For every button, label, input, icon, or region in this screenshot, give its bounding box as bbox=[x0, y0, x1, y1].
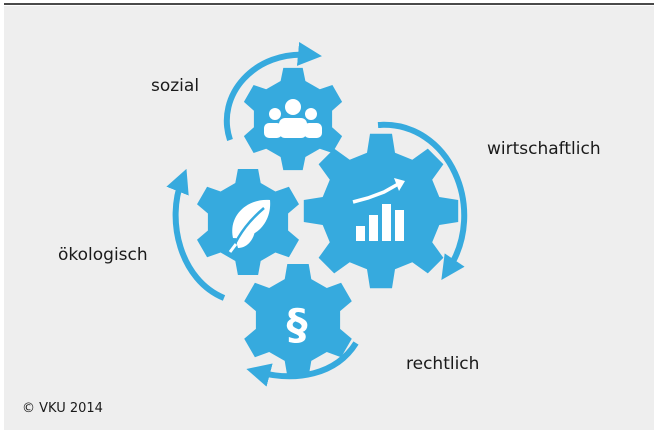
cycle-arrow-legal bbox=[246, 341, 359, 387]
label-social: sozial bbox=[151, 76, 200, 96]
label-ecological: ökologisch bbox=[58, 245, 148, 265]
label-economic: wirtschaftlich bbox=[487, 139, 601, 159]
cycle-arrow-ecological bbox=[166, 168, 226, 301]
bar-chart-trend-icon bbox=[352, 178, 405, 241]
copyright-notice: © VKU 2014 bbox=[22, 401, 103, 416]
leaf-icon bbox=[228, 199, 271, 253]
gear-legal bbox=[244, 264, 352, 376]
cycle-arrow-economic bbox=[377, 121, 468, 280]
gear-economic bbox=[303, 133, 459, 289]
gear-legal-body bbox=[244, 264, 352, 376]
label-legal: rechtlich bbox=[406, 354, 480, 374]
paragraph-icon: § bbox=[287, 300, 308, 349]
top-rule bbox=[4, 3, 654, 5]
people-group-icon bbox=[264, 99, 322, 138]
gear-economic-body bbox=[303, 133, 459, 289]
cycle-arrow-social bbox=[223, 41, 322, 141]
